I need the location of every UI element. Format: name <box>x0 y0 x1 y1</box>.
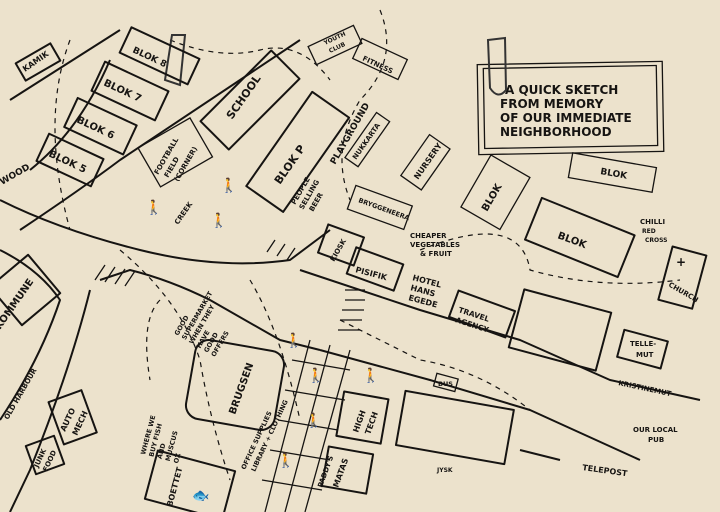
label-red-cross: CROSS <box>645 237 668 244</box>
person-icon: 🚶 <box>285 332 302 349</box>
label-chilli: CHILLI <box>640 218 665 226</box>
crosswalks <box>94 239 365 331</box>
label-blok: BLOK <box>556 230 589 251</box>
person-icon: 🚶 <box>220 177 237 194</box>
title-line: OF OUR IMMEDIATE <box>500 111 632 125</box>
label-matas: MATAS <box>331 457 350 489</box>
label-brugsen: BRUGSEN <box>227 361 256 416</box>
pedestrian-icons: 🚶 🚶 🚶 🚶 🚶 🚶 🚶 🚶 <box>145 177 379 469</box>
label-blok: BLOK <box>599 167 628 182</box>
label-cheaper-vegetables: CHEAPER <box>410 232 447 240</box>
road <box>19 39 301 231</box>
label-nursery: NURSERY <box>412 141 444 181</box>
label-cheaper-vegetables: & FRUIT <box>420 250 452 258</box>
person-icon: 🚶 <box>362 367 379 384</box>
label-church: CHURCH <box>667 281 700 305</box>
label-school: SCHOOL <box>224 73 264 122</box>
label-our-local-pub: PUB <box>648 436 664 444</box>
roads <box>0 29 701 512</box>
label-red-cross: RED <box>642 228 656 235</box>
label-jysk: JYSK <box>436 467 453 474</box>
title-box: A QUICK SKETCH FROM MEMORY OF OUR IMMEDI… <box>163 34 665 156</box>
title-line: NEIGHBORHOOD <box>500 125 612 139</box>
label-fish-market-line: OX <box>172 452 182 464</box>
label-our-local-pub: OUR LOCAL <box>633 426 678 434</box>
walking-paths <box>54 9 681 481</box>
label-blok-6: BLOK 6 <box>75 115 116 142</box>
label-creek: CREEK <box>173 200 195 226</box>
title-line: A QUICK SKETCH <box>505 83 618 97</box>
person-icon: 🚶 <box>305 412 322 429</box>
fish-icon: 🐟 <box>192 488 209 504</box>
label-boettet: BOETTET <box>165 466 184 508</box>
label-kristinemut: KRISTINEMUT <box>618 379 673 398</box>
label-blok-7: BLOK 7 <box>102 78 143 105</box>
label-bus: BUS <box>438 380 453 388</box>
person-icon: 🚶 <box>145 199 162 216</box>
label-tellemut: MUT <box>636 351 654 359</box>
cross-icon: + <box>676 255 686 269</box>
label-blok: BLOK <box>480 181 505 213</box>
person-icon: 🚶 <box>277 452 294 469</box>
label-good-supermarket: GOOD SUPERMARKET WHEN THEY HAVE GOOD OFF… <box>173 284 245 358</box>
label-tellemut: TELLE- <box>630 340 656 348</box>
label-wood: WOOD <box>0 163 32 188</box>
label-cheaper-vegetables: VEGETABLES <box>410 241 460 249</box>
person-icon: 🚶 <box>210 212 227 229</box>
label-telepost: TELEPOST <box>582 463 629 478</box>
label-old-harbour: OLD HARBOUR <box>3 367 39 421</box>
person-icon: 🚶 <box>307 367 324 384</box>
label-pisifik: PISIFIK <box>354 265 388 282</box>
paperclip-icon <box>163 34 187 87</box>
paperclip-icon <box>486 36 508 96</box>
label-blok-5: BLOK 5 <box>47 149 88 176</box>
label-bryggeneera: BRYGGENEERA <box>357 196 410 222</box>
pedestrian-street <box>261 339 351 512</box>
title-line: FROM MEMORY <box>500 97 604 111</box>
